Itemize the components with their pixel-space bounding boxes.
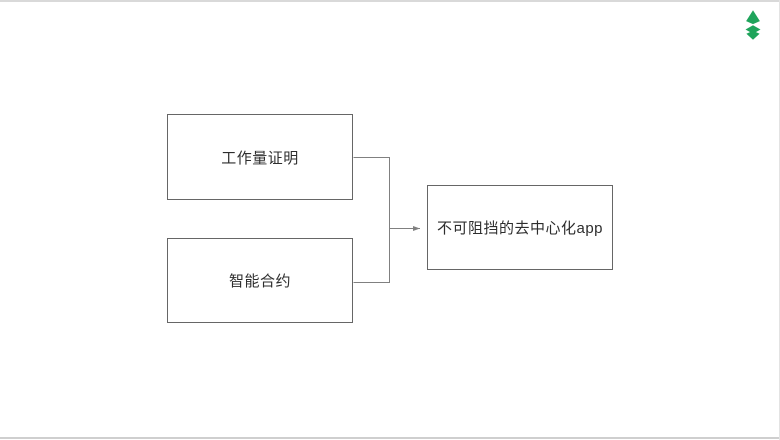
logo-bottom-facet (746, 30, 760, 40)
slide-bottom-edge (0, 437, 780, 439)
edge-pow-to-junction (353, 157, 390, 229)
edge-contract-to-junction (353, 228, 390, 283)
logo-top-facet (746, 10, 760, 25)
node-smart-contract-label: 智能合约 (228, 273, 291, 290)
node-smart-contract: 智能合约 (167, 238, 353, 323)
node-proof-of-work-label: 工作量证明 (221, 149, 299, 167)
node-unstoppable-dapp-label: 不可阻挡的去中心化app (436, 220, 604, 237)
ethereum-classic-logo-icon (745, 10, 761, 40)
node-unstoppable-dapp: 不可阻挡的去中心化app (427, 185, 613, 270)
logo-middle-facet (745, 25, 761, 34)
node-proof-of-work: 工作量证明 (167, 114, 353, 200)
slide-top-edge (0, 0, 780, 2)
